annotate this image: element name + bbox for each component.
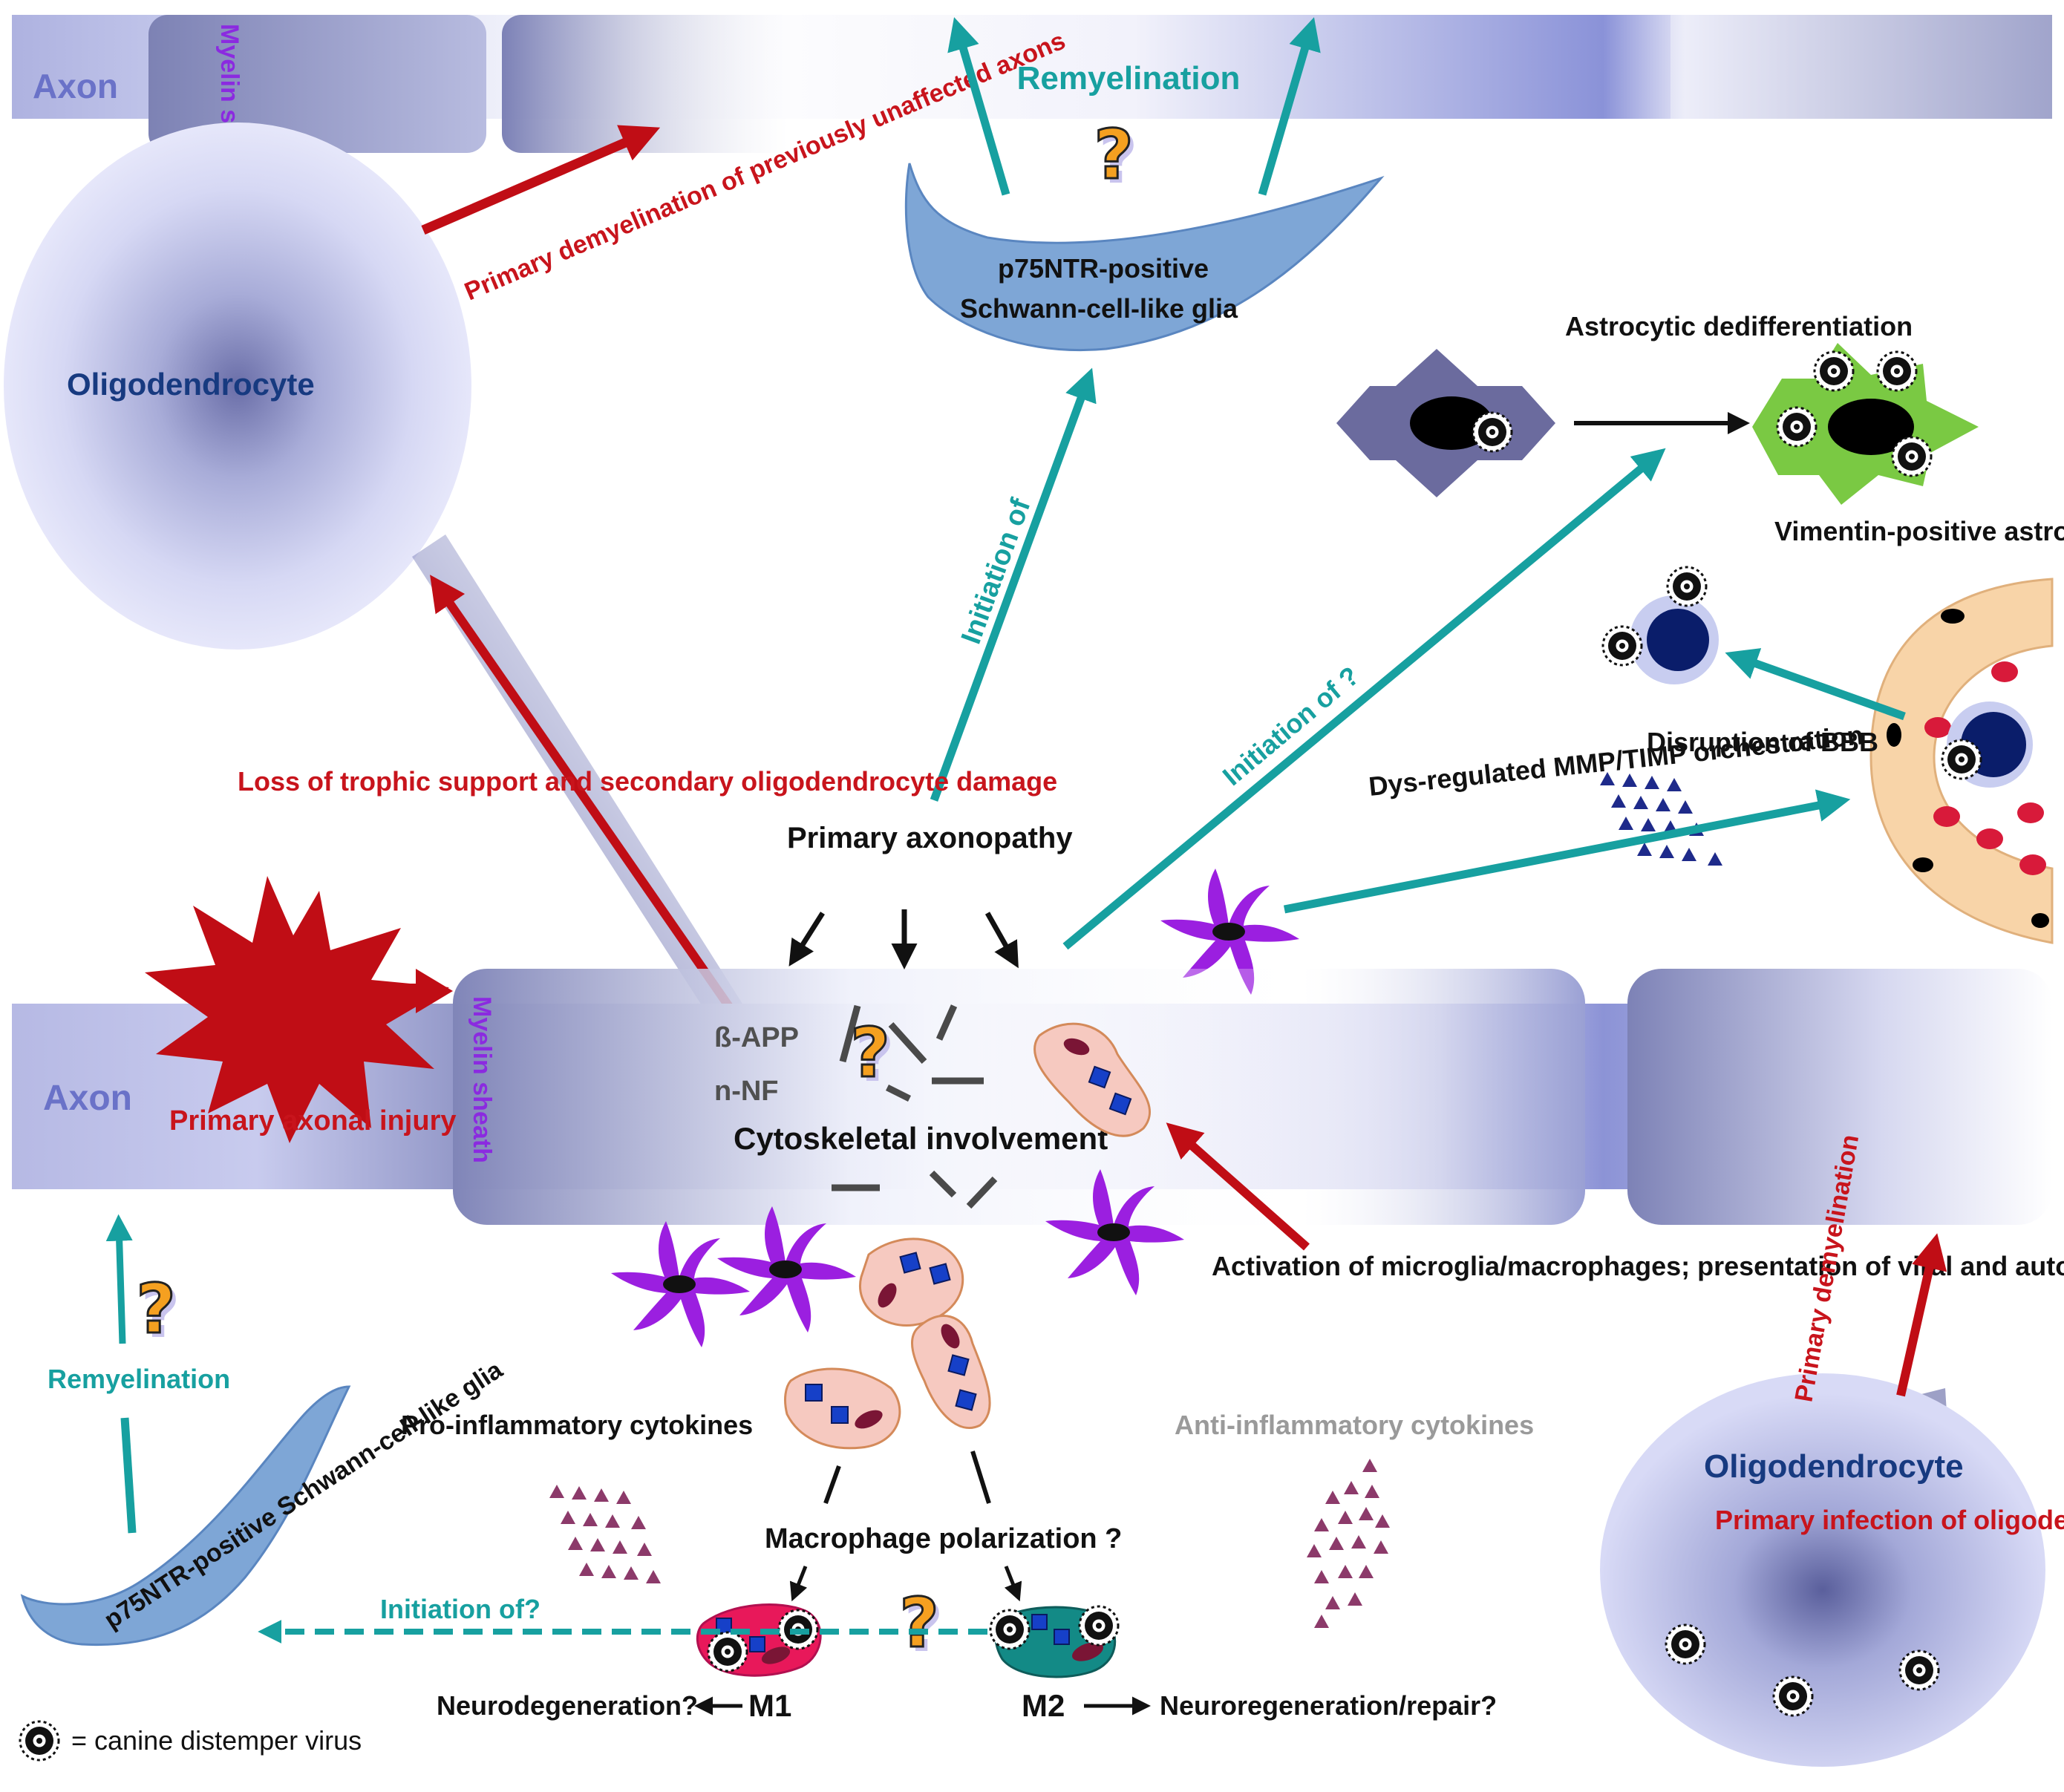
pro-cytokine-triangles — [549, 1485, 661, 1583]
initiation-of-dashed-label: Initiation of? — [380, 1594, 541, 1624]
astrocytic-dediff-text: Astrocytic dedifferentiation — [1565, 311, 1913, 341]
arrow-mmp-bbb — [1283, 789, 1851, 914]
arrow-initiation-of — [930, 367, 1097, 802]
virus-icon — [19, 1720, 60, 1762]
anti-inflammatory-label: Anti-inflammatory cytokines — [1175, 1410, 1534, 1440]
lymphocyte-migrated — [1601, 566, 1719, 684]
vimentin-astrocytes-label: Vimentin-positive astrocytes — [1774, 516, 2064, 546]
primary-infection-text: Primary infection of oligodendrocytes an… — [1715, 1505, 2064, 1535]
macrophage-icon — [1033, 1022, 1152, 1137]
polar-line-left — [823, 1465, 841, 1505]
m2-label: M2 — [1022, 1688, 1065, 1723]
arrow-axonopathy-3 — [984, 912, 1019, 969]
question-mark-icon — [898, 1582, 945, 1669]
disruption-bbb-label: Disruption of BBB — [1647, 727, 1878, 757]
oligodendrocyte-right: Oligodendrocyte Primary infection of oli… — [1600, 1373, 2064, 1767]
arrow-remyelination-bottom-2 — [105, 1214, 133, 1344]
injury-burst-icon — [145, 876, 453, 1143]
mmp-timp-label: Dys-regulated MMP/TIMP orchestration — [1368, 719, 1865, 802]
axon-top-label: Axon — [33, 67, 118, 105]
initiation-of-q-label: Initiation of ? — [1217, 660, 1365, 791]
arrow-loss-trophic — [430, 575, 746, 1029]
cytoskeletal-label: Cytoskeletal involvement — [734, 1121, 1108, 1156]
remyelination-bottom-label: Remyelination — [48, 1364, 230, 1394]
n-nf-label: n-NF — [714, 1076, 779, 1107]
astrocyte-vimentin — [1752, 343, 1979, 505]
astrocyte-normal — [1336, 349, 1555, 497]
loss-trophic-text: Loss of trophic support and secondary ol… — [238, 766, 1057, 797]
microglia-icon — [717, 1206, 856, 1332]
arrow-remyelination-right — [1258, 17, 1321, 196]
anti-cytokine-triangles — [1307, 1459, 1390, 1628]
macrophage-icon — [859, 1237, 964, 1327]
m1-macrophage — [696, 1603, 822, 1677]
macrophage-icon — [784, 1367, 901, 1450]
neurodegeneration-label: Neurodegeneration? — [437, 1690, 698, 1721]
legend-virus-label: = canine distemper virus — [71, 1725, 362, 1756]
primary-axonopathy-label: Primary axonopathy — [787, 822, 1073, 854]
blood-vessel — [1869, 578, 2054, 944]
top-axon: Axon Myelin sheath — [12, 15, 2052, 191]
macrophage-polarization-label: Macrophage polarization ? — [765, 1523, 1122, 1554]
primary-axonal-injury-label: Primary axonal injury — [169, 1105, 457, 1137]
loss-trophic-label: Loss of trophic support and secondary ol… — [238, 766, 1057, 797]
oligodendrocyte-right-label: Oligodendrocyte — [1704, 1448, 1964, 1485]
m1-label: M1 — [748, 1688, 791, 1723]
arrow-activation — [1166, 1122, 1310, 1251]
axon-middle-label: Axon — [43, 1079, 132, 1118]
svg-text:p75NTR-positive: p75NTR-positive — [998, 253, 1209, 284]
polar-line-right — [970, 1451, 991, 1504]
p75-top-line2: Schwann-cell-like glia — [960, 293, 1238, 324]
arrow-remyelination-bottom — [120, 1417, 137, 1534]
macrophage-icon — [910, 1315, 991, 1430]
arrow-to-m1 — [789, 1566, 808, 1602]
beta-app-label: ß-APP — [714, 1022, 799, 1053]
p75-bottom-label: p75NTR-positive Schwann-cell-like glia — [99, 1356, 509, 1635]
vimentin-astrocytes-text: Vimentin-positive astrocytes — [1774, 516, 2064, 546]
astrocytic-dediff-label: Astrocytic dedifferentiation — [1565, 311, 1913, 341]
myelin-middle-label: Myelin sheath — [468, 996, 496, 1163]
arrow-remyelination-left — [947, 17, 1010, 196]
m2-macrophage — [989, 1605, 1120, 1678]
question-mark-icon — [1092, 114, 1140, 200]
question-mark-icon — [849, 1012, 896, 1099]
arrow-to-m2 — [1004, 1566, 1022, 1602]
arrow-bbb-cell — [1725, 648, 1906, 721]
oligodendrocyte-left: Oligodendrocyte — [4, 122, 471, 650]
schwann-cell-top: p75NTR-positive Schwann-cell-like glia — [904, 163, 1385, 352]
arrow-demyelination-top — [421, 125, 661, 235]
primary-infection-label: Primary infection of oligodendrocytes an… — [1715, 1505, 2064, 1535]
microglia-icon — [611, 1221, 750, 1347]
question-mark-icon — [134, 1268, 182, 1355]
oligodendrocyte-left-label: Oligodendrocyte — [67, 367, 315, 402]
p75-top-line1: p75NTR-positive — [998, 253, 1209, 284]
mmp-triangles — [1600, 772, 1722, 866]
pro-inflammatory-label: Pro-inflammatory cytokines — [401, 1410, 753, 1440]
arrow-initiation-q — [1062, 448, 1666, 950]
neuroregeneration-label: Neuroregeneration/repair? — [1160, 1690, 1497, 1721]
mmp-timp-text: Dys-regulated MMP/TIMP orchestration — [1368, 719, 1865, 802]
remyelination-top-label: Remyelination — [1017, 60, 1241, 97]
arrow-axonopathy-1 — [788, 912, 825, 967]
arrow-primary-demyelination — [1896, 1233, 1947, 1397]
